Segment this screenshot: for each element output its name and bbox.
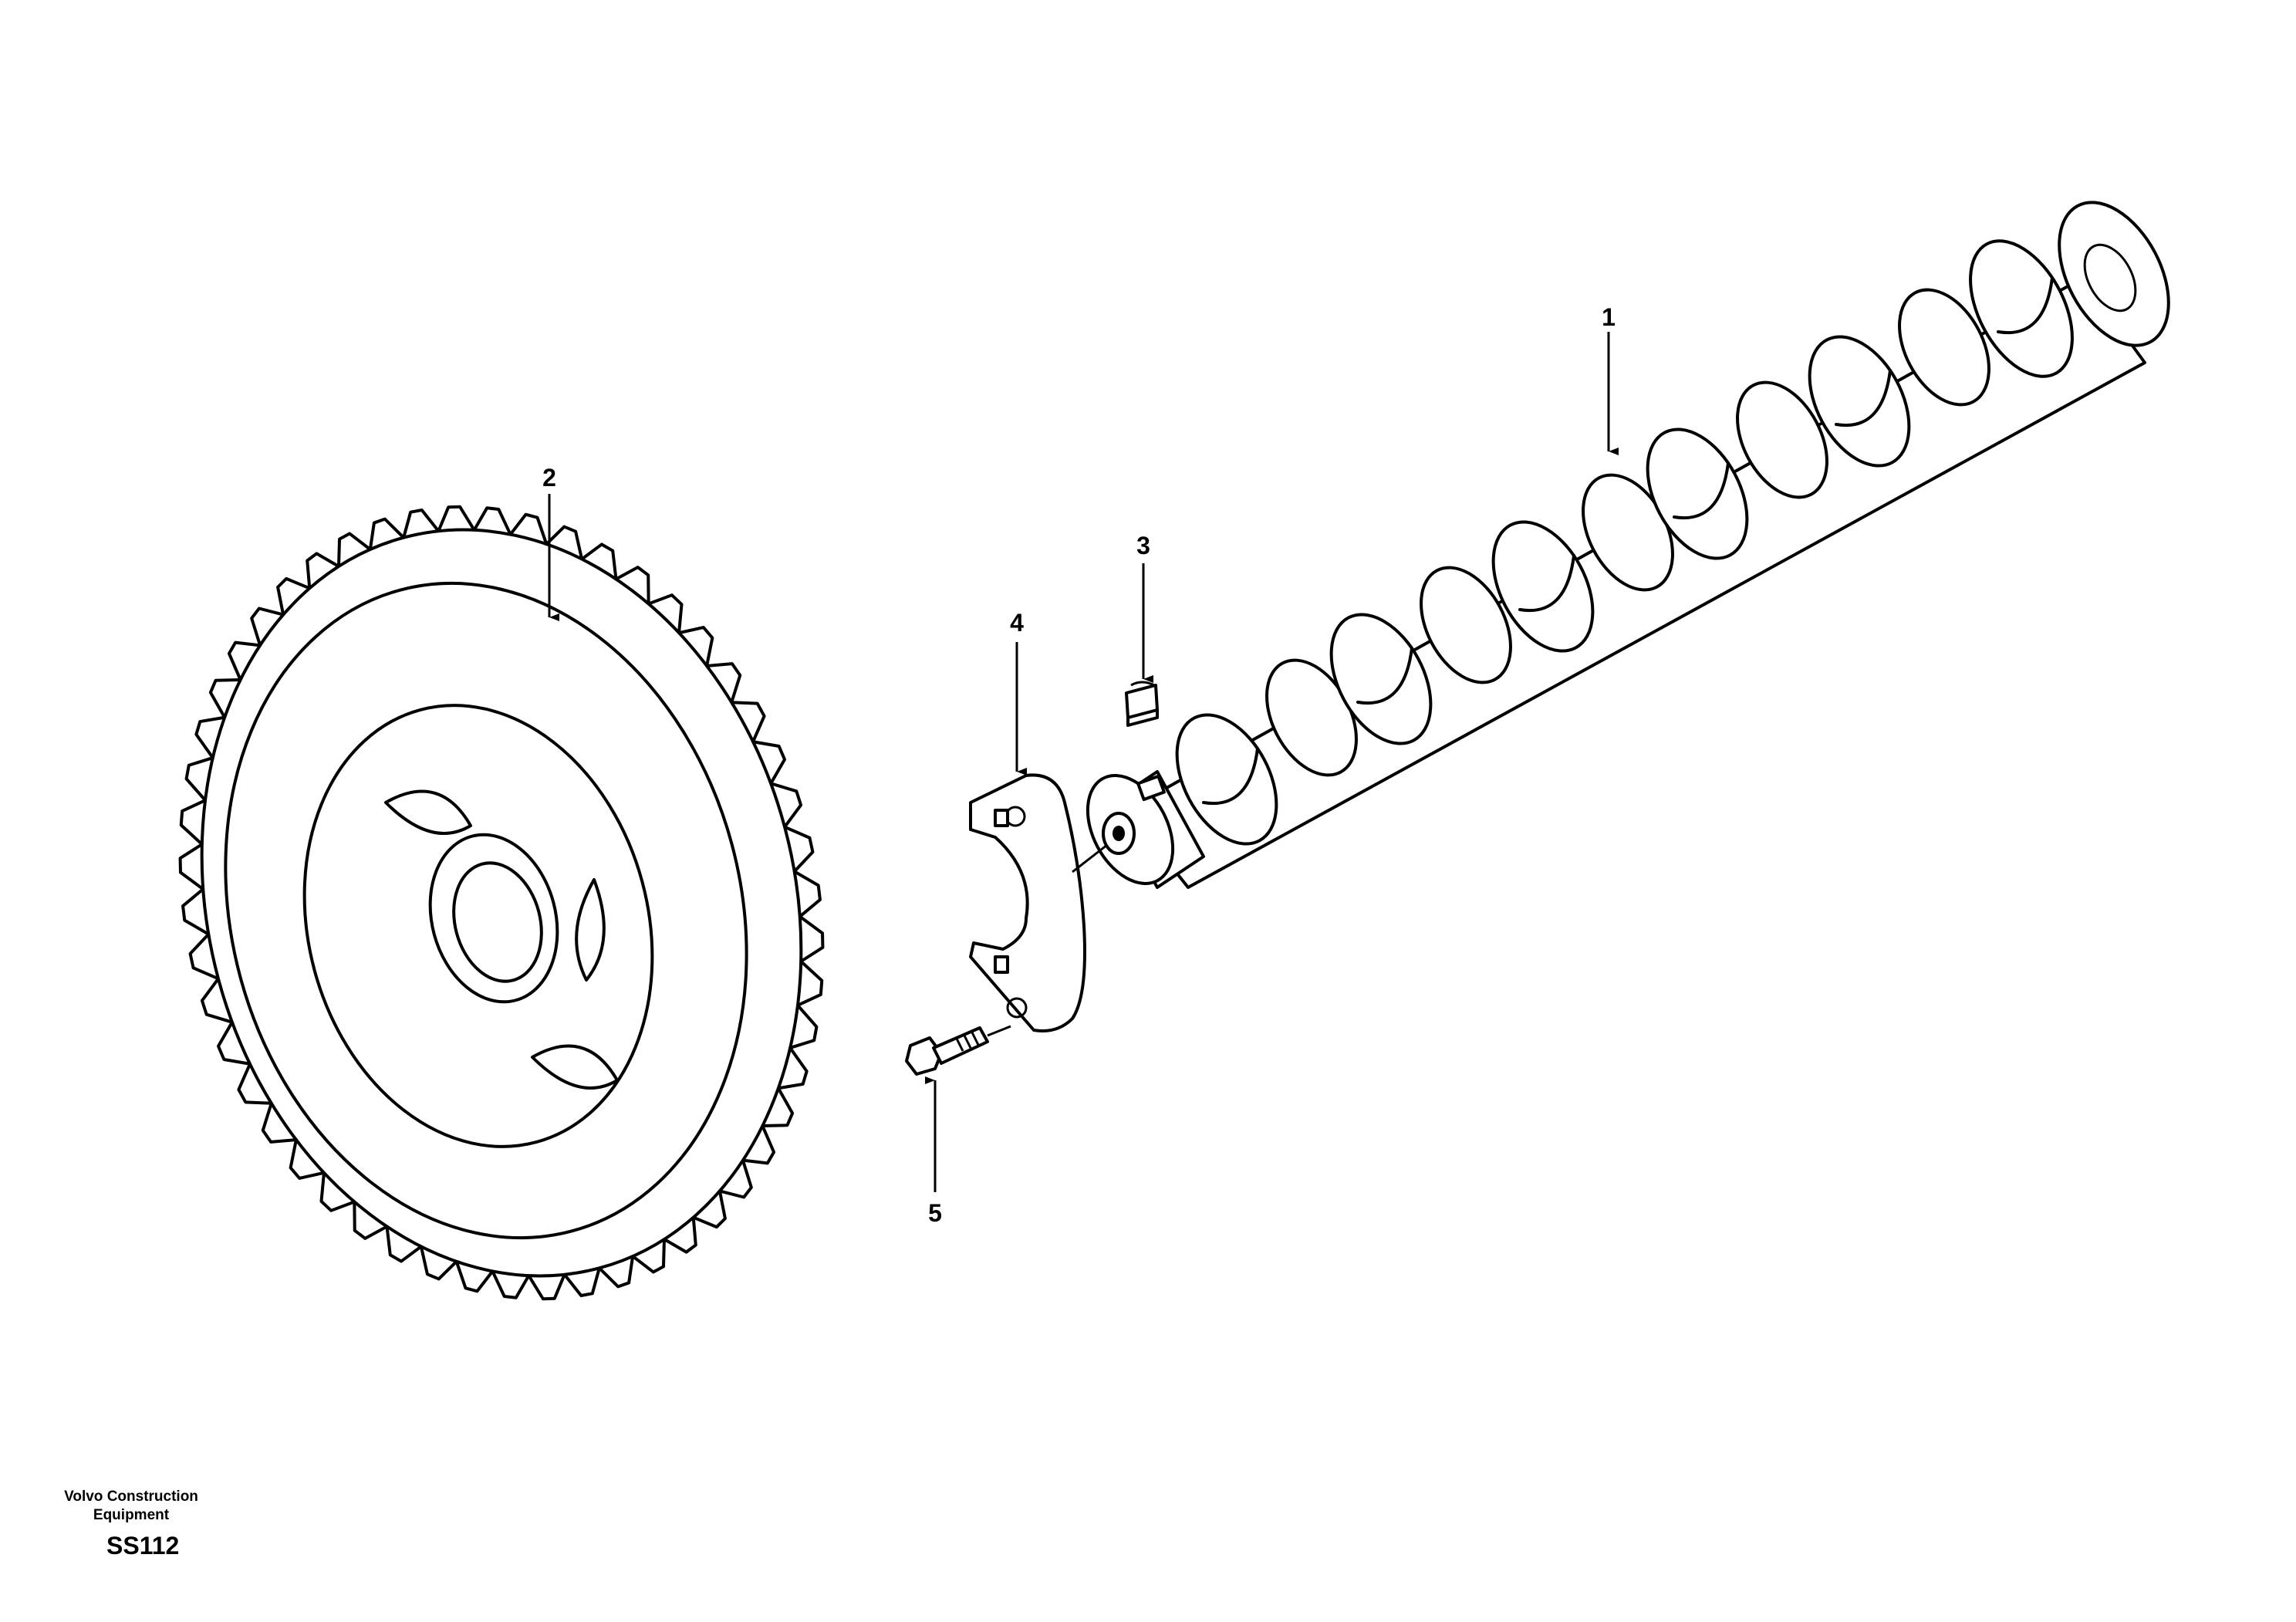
gear-tooth	[306, 552, 341, 590]
gear-tooth	[527, 1272, 566, 1301]
brand-line-1: Volvo Construction	[64, 1489, 198, 1505]
gear-tooth	[454, 1259, 495, 1293]
gear-tooth	[795, 959, 824, 1007]
gear-tooth	[631, 1238, 666, 1274]
gear-tooth	[319, 1171, 356, 1212]
brand-label: Volvo Construction Equipment	[31, 1488, 231, 1525]
callout-1: 1	[1602, 303, 1616, 331]
callout-2: 2	[542, 464, 556, 492]
camshaft-lobe-arcs	[1202, 276, 2054, 806]
gear-tooth	[237, 1062, 273, 1105]
gear-tooth	[580, 542, 618, 581]
camshaft-gear	[178, 505, 825, 1301]
gear-tooth	[261, 1101, 298, 1144]
gear-tooth	[276, 576, 312, 617]
gear-tooth	[597, 1255, 635, 1289]
camshaft-front-journal	[1086, 770, 1205, 889]
bolt	[905, 1025, 1011, 1076]
gear-tooth	[419, 1245, 458, 1281]
gear-tooth	[677, 626, 714, 667]
gear-tooth	[200, 977, 234, 1024]
gear-tooth	[647, 593, 684, 635]
gear-tooth	[194, 715, 227, 760]
gear-tooth	[545, 525, 584, 561]
gear-tooth	[208, 678, 242, 719]
gear-tooth	[227, 640, 262, 681]
gear-tooth	[792, 870, 822, 918]
gear-tooth	[368, 517, 406, 552]
gear-tooth	[402, 508, 441, 539]
key	[1125, 681, 1159, 727]
gear-tooth	[337, 532, 372, 568]
gear-tooth	[769, 782, 803, 829]
callout-numbers: 1 2 3 4 5	[542, 303, 1616, 1227]
gear-tooth	[250, 607, 285, 647]
drawing-code: SS112	[106, 1532, 180, 1559]
gear-tooth	[761, 1086, 795, 1128]
camshaft	[1086, 201, 2170, 889]
gear-teeth	[178, 505, 825, 1301]
gear-tooth	[705, 662, 742, 705]
gear-slot	[531, 1044, 619, 1090]
gear-tooth	[184, 756, 214, 803]
callout-4: 4	[1010, 609, 1024, 637]
gear-tooth	[691, 1189, 727, 1229]
gear-tooth	[181, 887, 211, 936]
gear-tooth	[783, 825, 815, 874]
gear-tooth	[188, 932, 220, 981]
gear-tooth	[776, 1046, 809, 1090]
gear-tooth	[718, 1158, 753, 1199]
callout-3: 3	[1136, 532, 1150, 559]
gear-slot	[384, 789, 472, 835]
gear-tooth	[741, 1124, 776, 1165]
callout-5: 5	[928, 1199, 942, 1227]
gear-tooth	[730, 701, 766, 744]
assembly-lines	[1072, 843, 1108, 874]
camshaft-lobes	[1175, 201, 2170, 846]
gear-tooth	[472, 506, 512, 536]
gear-tooth	[614, 566, 650, 606]
gear-tooth	[788, 1003, 819, 1049]
gear-tooth	[216, 1020, 252, 1066]
gear-tooth	[662, 1215, 697, 1254]
gear-tooth	[751, 740, 787, 786]
gear-tooth	[385, 1225, 423, 1263]
thrust-plate	[969, 773, 1086, 1032]
gear-tooth	[798, 914, 825, 963]
gear-tooth	[179, 799, 208, 846]
gear-tooth	[562, 1266, 601, 1298]
gear-tooth	[491, 1269, 531, 1299]
gear-tooth	[508, 512, 549, 546]
gear-tooth	[437, 505, 476, 533]
gear-slot	[575, 878, 606, 982]
gear-tooth	[289, 1138, 326, 1180]
gear-tooth	[353, 1200, 389, 1240]
gear-bore	[452, 861, 543, 983]
gear-tooth	[178, 843, 205, 891]
brand-line-2: Equipment	[93, 1507, 170, 1523]
callout-leaders	[548, 332, 1619, 1192]
